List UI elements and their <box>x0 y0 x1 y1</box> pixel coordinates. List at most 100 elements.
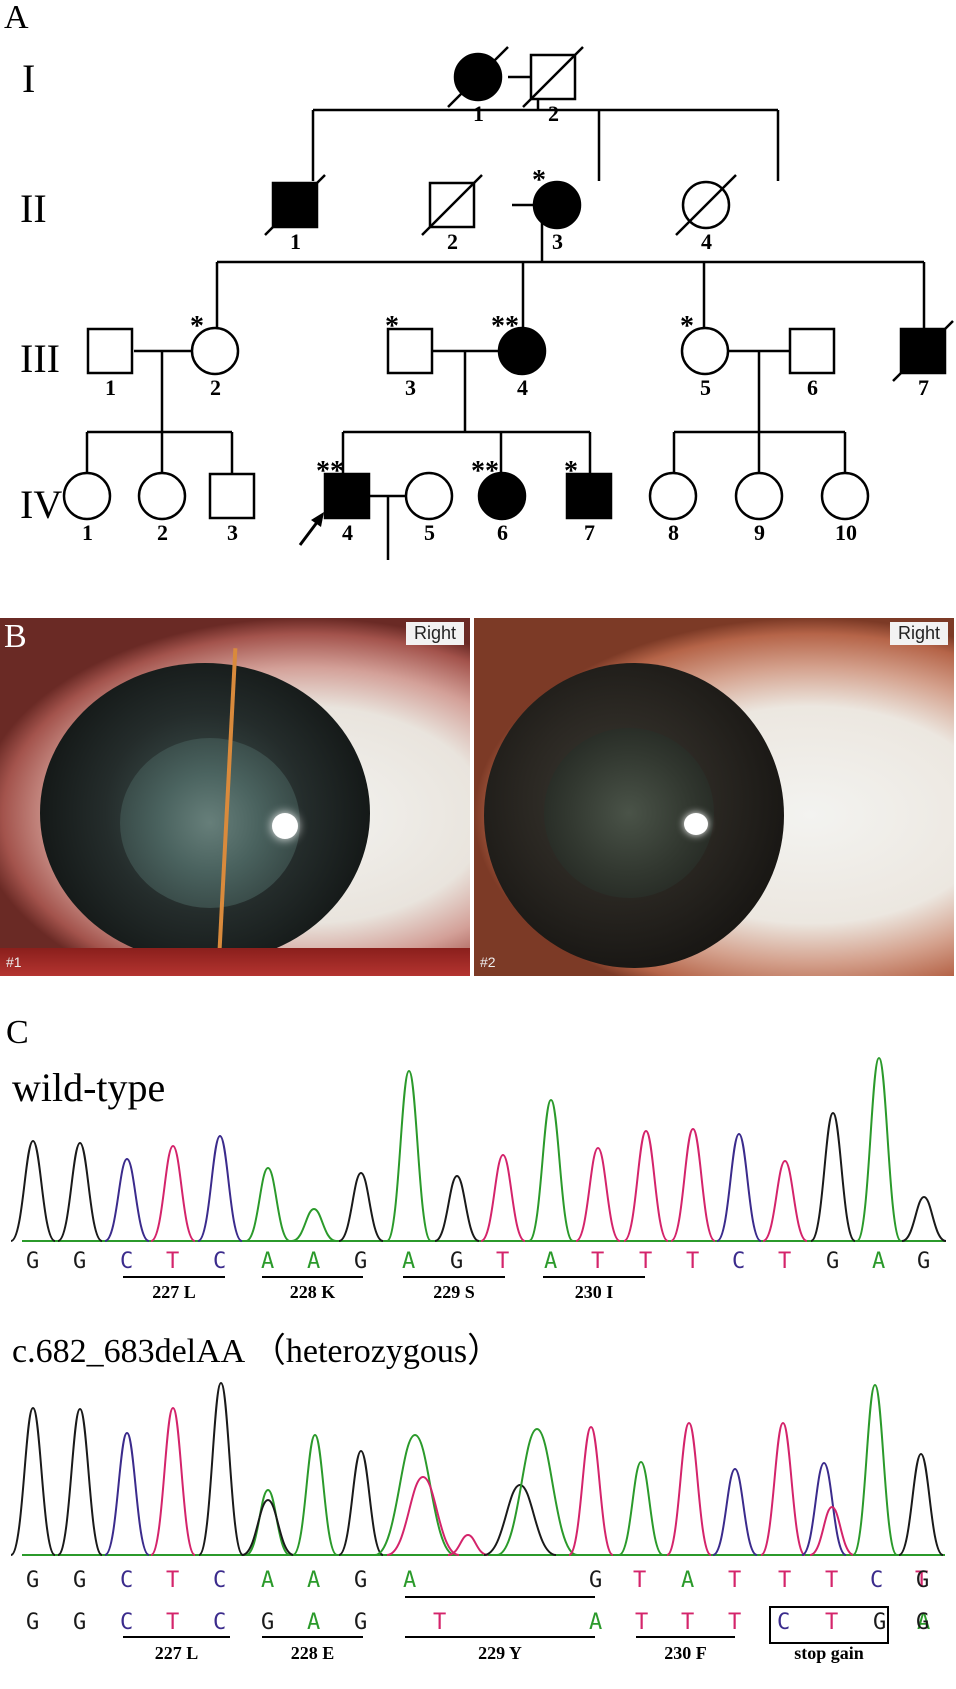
base-call: T <box>728 1568 741 1593</box>
base-call: T <box>635 1610 648 1635</box>
codon-label: 228 K <box>290 1282 336 1302</box>
base-call: G <box>354 1568 367 1593</box>
trace-peak <box>763 1161 807 1241</box>
individual-number: 6 <box>497 520 508 545</box>
pedigree-individual-iii-1 <box>88 329 132 373</box>
generation-label-iii: III <box>20 336 60 381</box>
trace-peak <box>761 1423 805 1555</box>
base-call: A <box>681 1568 694 1593</box>
trace-peak <box>11 1141 55 1241</box>
individual-number: 1 <box>82 520 93 545</box>
trace-peak <box>387 1477 459 1555</box>
base-call: A <box>544 1249 557 1274</box>
base-call: C <box>120 1610 133 1635</box>
lid-lower <box>0 948 470 976</box>
trace-peak <box>497 1429 577 1555</box>
individual-number: 6 <box>807 375 818 400</box>
trace-peak <box>387 1071 431 1241</box>
individual-number: 5 <box>424 520 435 545</box>
trace-peak <box>619 1462 663 1555</box>
base-call: C <box>213 1249 226 1274</box>
base-call: G <box>73 1249 86 1274</box>
individual-number: 2 <box>447 229 458 254</box>
base-call: T <box>681 1610 694 1635</box>
base-call: G <box>354 1610 367 1635</box>
panel-label-a: A <box>4 0 29 36</box>
codon-label: stop gain <box>794 1643 864 1663</box>
base-call: G <box>589 1568 602 1593</box>
pedigree-individual-iv-9 <box>736 473 782 519</box>
pedigree-individual-iv-1 <box>64 473 110 519</box>
individual-number: 4 <box>517 375 528 400</box>
genotyped-mark: * <box>680 311 694 342</box>
trace-peak <box>671 1129 715 1241</box>
individual-number: 5 <box>700 375 711 400</box>
trace-peak <box>569 1427 613 1555</box>
trace-peak <box>105 1433 149 1555</box>
pedigree-individual-iv-10 <box>822 473 868 519</box>
codon-label: 227 L <box>155 1643 199 1663</box>
base-call: G <box>916 1568 929 1593</box>
individual-number: 10 <box>835 520 857 545</box>
trace-peak <box>246 1168 290 1241</box>
pedigree-individual-iv-3 <box>210 474 254 518</box>
base-call: G <box>826 1249 839 1274</box>
individual-number: 1 <box>290 229 301 254</box>
trace-peak <box>11 1408 55 1555</box>
genotyped-mark: ** <box>316 456 344 487</box>
individual-number: 3 <box>227 520 238 545</box>
base-call: A <box>261 1568 274 1593</box>
genotyped-mark: * <box>385 311 399 342</box>
individual-number: 2 <box>157 520 168 545</box>
base-call: G <box>261 1610 274 1635</box>
base-call: T <box>686 1249 699 1274</box>
base-call: T <box>496 1249 509 1274</box>
trace-peak <box>105 1159 149 1241</box>
trace-peak <box>339 1173 383 1241</box>
individual-number: 7 <box>918 375 929 400</box>
trace-peak <box>529 1100 573 1241</box>
base-call: T <box>639 1249 652 1274</box>
genotyped-mark: ** <box>471 456 499 487</box>
pedigree-individual-iv-5 <box>406 473 452 519</box>
trace-peak <box>810 1507 854 1555</box>
trace-peak <box>717 1134 761 1241</box>
trace-peak <box>811 1113 855 1241</box>
photo-index-2: #2 <box>480 954 496 970</box>
pedigree-individual-i-1 <box>448 47 508 107</box>
trace-peak <box>58 1143 102 1241</box>
trace-peak <box>293 1435 337 1555</box>
base-call: G <box>26 1568 39 1593</box>
base-call: T <box>166 1610 179 1635</box>
pedigree-individual-iv-2 <box>139 473 185 519</box>
pedigree-individual-ii-4 <box>676 175 736 235</box>
trace-peak <box>198 1136 242 1241</box>
base-call: A <box>589 1610 602 1635</box>
codon-label: 230 F <box>664 1643 707 1663</box>
base-call: T <box>433 1610 446 1635</box>
base-call: T <box>778 1249 791 1274</box>
wild-type-title: wild-type <box>12 1065 165 1110</box>
light-reflex <box>684 813 708 835</box>
individual-number: 2 <box>210 375 221 400</box>
panel-label-b: B <box>4 618 27 656</box>
base-call: C <box>213 1610 226 1635</box>
base-call: G <box>354 1249 367 1274</box>
trace-peak <box>624 1131 668 1241</box>
panel-label-c: C <box>6 1014 29 1051</box>
base-call: A <box>403 1568 416 1593</box>
base-call: C <box>120 1568 133 1593</box>
base-call: C <box>777 1610 790 1635</box>
trace-peak <box>853 1385 897 1555</box>
pupil <box>544 728 714 898</box>
eye-tag-2: Right <box>890 622 948 645</box>
base-call: T <box>166 1249 179 1274</box>
base-call: C <box>870 1568 883 1593</box>
base-call: T <box>633 1568 646 1593</box>
base-call: A <box>307 1249 320 1274</box>
base-call: T <box>825 1568 838 1593</box>
trace-peak <box>58 1409 102 1555</box>
trace-peak <box>448 1535 488 1555</box>
base-call: G <box>873 1610 886 1635</box>
